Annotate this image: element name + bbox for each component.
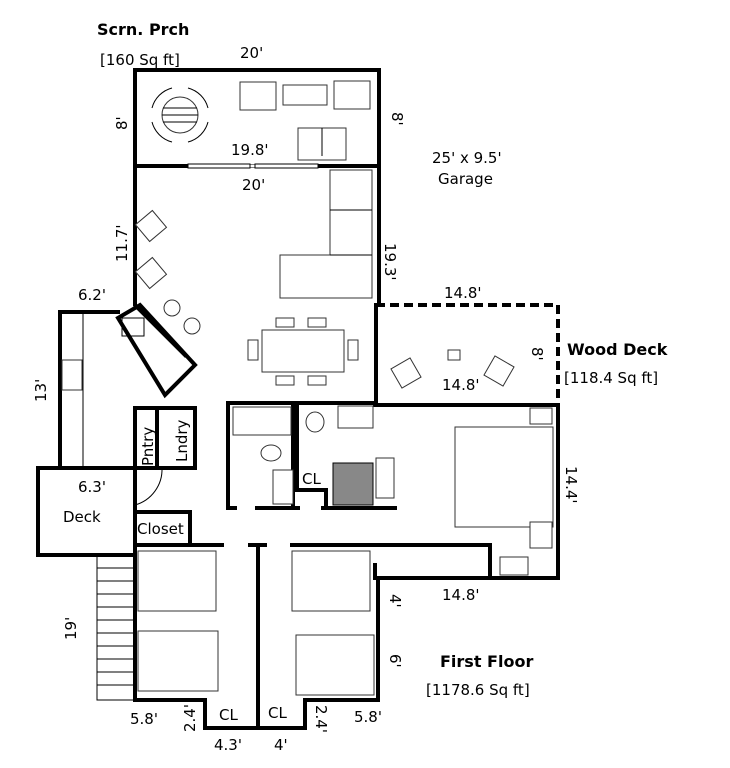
deck-label: Deck [63, 508, 101, 526]
armchair-icon [134, 256, 168, 290]
dim-living-right: 19.3' [381, 243, 399, 281]
door-swing-icon [134, 467, 163, 506]
dim-porch-inner: 19.8' [231, 141, 269, 159]
bed-icon [454, 426, 554, 528]
dim-porch-top: 20' [240, 44, 263, 62]
bath-closet-label: CL [302, 470, 321, 488]
toilet-icon [260, 444, 282, 462]
armchair-icon [333, 80, 371, 110]
bed-icon [137, 550, 217, 612]
dim-bed-right-bottom: 5.8' [354, 708, 382, 726]
dim-living-top: 20' [242, 176, 265, 194]
closet-left-label: CL [219, 706, 238, 724]
beds [137, 407, 554, 696]
first-floor-area: [1178.6 Sq ft] [426, 681, 530, 699]
sink-icon [121, 317, 145, 337]
sink-icon [272, 469, 294, 505]
dim-bed-right-lower: 6' [386, 654, 404, 668]
wood-deck-area: [118.4 Sq ft] [564, 369, 658, 387]
coffee-table-icon [282, 84, 328, 106]
dim-porch-left: 8' [113, 116, 131, 130]
porch-area: [160 Sq ft] [100, 51, 180, 69]
garage-name: Garage [438, 170, 493, 188]
pantry-label: Pntry [139, 427, 157, 466]
living-furniture [61, 169, 373, 391]
dim-kitchen-bottom: 6.3' [78, 478, 106, 496]
dim-master-right: 14.4' [562, 466, 580, 504]
dim-cl-right-side: 2.4' [312, 705, 330, 733]
shower-icon [332, 462, 374, 506]
closet-label: Closet [137, 520, 184, 538]
dining-table-icon [261, 329, 345, 373]
porch-name: Scrn. Prch [97, 20, 189, 39]
house-walls [36, 164, 560, 730]
dim-master-bottom: 14.8' [442, 586, 480, 604]
dim-stairs: 19' [62, 617, 80, 640]
dim-deck-top: 14.8' [444, 284, 482, 302]
dim-living-left: 11.7' [113, 224, 131, 262]
toilet-icon [305, 411, 325, 433]
wood-deck-name: Wood Deck [567, 340, 668, 359]
bed-icon [291, 550, 371, 612]
bed-icon [295, 634, 375, 696]
dim-kitchen-top: 6.2' [78, 286, 106, 304]
dim-bed-right-upper: 4' [386, 594, 404, 608]
screened-porch [133, 68, 381, 169]
round-table-icon [151, 87, 209, 143]
sink-icon [337, 405, 374, 429]
dim-kitchen-left: 13' [32, 379, 50, 402]
stove-icon [61, 359, 83, 391]
dim-cl-left-side: 2.4' [181, 704, 199, 732]
armchair-icon [134, 209, 168, 243]
wood-deck [376, 303, 560, 405]
dim-porch-right: 8' [388, 112, 406, 126]
stairs [96, 554, 136, 701]
dim-deck-inner: 14.8' [442, 376, 480, 394]
dim-deck-right: 8' [528, 347, 546, 361]
garage-size: 25' x 9.5' [432, 149, 502, 167]
first-floor-name: First Floor [440, 652, 533, 671]
armchair-icon [239, 81, 277, 111]
laundry-label: Lndry [173, 419, 191, 462]
bed-icon [137, 630, 219, 692]
dim-cl-right-bottom: 4' [274, 736, 288, 754]
dim-bed-left-bottom: 5.8' [130, 710, 158, 728]
closet-right-label: CL [268, 704, 287, 722]
bathtub-icon [232, 406, 292, 436]
dim-cl-left-bottom: 4.3' [214, 736, 242, 754]
